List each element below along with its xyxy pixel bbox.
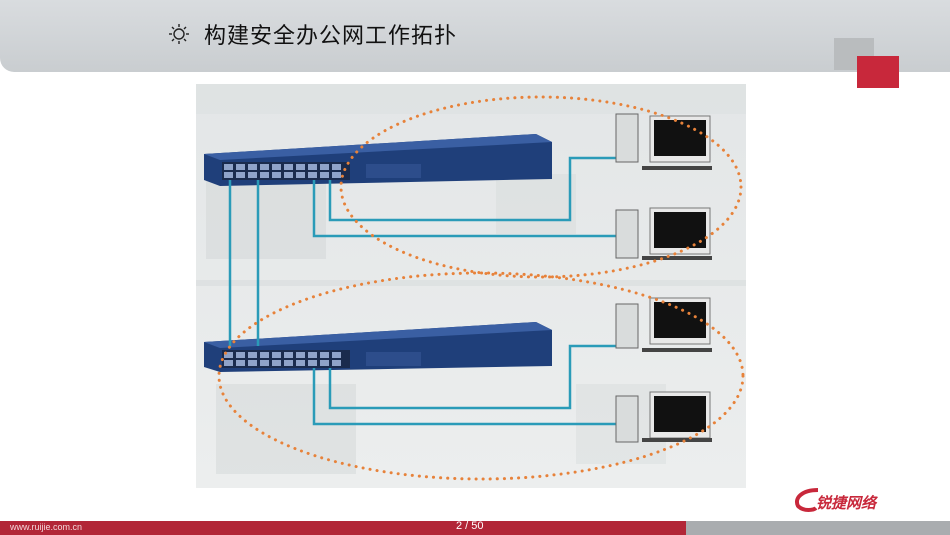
logo-text: 锐捷网络 (816, 494, 877, 512)
logo-swoosh-icon (795, 488, 819, 512)
vlan-group-rings (217, 95, 745, 481)
page-number: 2 / 50 (456, 520, 484, 532)
network-cables (228, 156, 616, 426)
footer-gray-segment (686, 521, 950, 535)
desktop-computer-icon (615, 391, 712, 443)
switch-icon (204, 322, 552, 372)
slide-title: 构建安全办公网工作拓扑 (204, 24, 458, 49)
title-bar: 构建安全办公网工作拓扑 (0, 0, 950, 72)
desktop-computer-icon (615, 113, 712, 170)
footer-url: www.ruijie.com.cn (10, 522, 83, 532)
desktop-computer-icon (615, 297, 712, 352)
desktop-computer-icon (615, 207, 712, 260)
switch-icon (204, 134, 552, 186)
ruijie-logo (790, 484, 900, 514)
title-wrap: 构建安全办公网工作拓扑 (168, 18, 457, 50)
decor-red-square (857, 56, 899, 88)
topology-diagram (196, 84, 746, 488)
footer-bar (0, 521, 950, 535)
office-background (196, 84, 746, 474)
topology-svg (196, 84, 746, 481)
sun-icon (169, 24, 189, 44)
